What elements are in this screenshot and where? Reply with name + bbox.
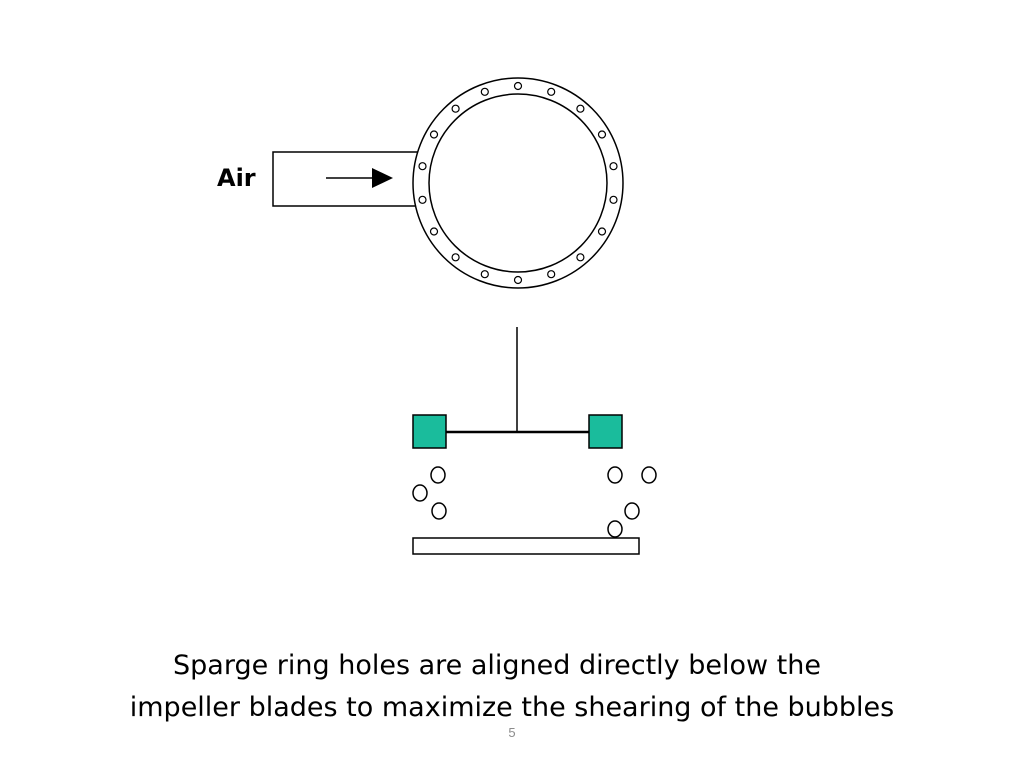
sparge-hole xyxy=(480,87,489,96)
arrow-right-icon xyxy=(326,168,393,188)
bubbles-right xyxy=(607,466,657,538)
bubble-icon xyxy=(412,466,657,538)
sparge-hole xyxy=(480,270,489,279)
sparge-hole xyxy=(418,195,427,204)
sparge-hole xyxy=(513,275,523,285)
impeller-blade-left xyxy=(412,414,447,449)
bubbles-left xyxy=(412,466,447,520)
sparge-ring-holes xyxy=(418,81,618,285)
air-inlet-pipe xyxy=(272,151,420,207)
sparge-hole xyxy=(576,104,585,113)
sparge-hole xyxy=(451,253,460,262)
sparge-hole xyxy=(429,130,439,139)
caption-line-2: impeller blades to maximize the shearing… xyxy=(129,692,895,723)
sparge-hole xyxy=(609,162,618,171)
sparge-hole xyxy=(547,87,556,96)
sparge-hole xyxy=(576,253,585,262)
sparge-hole xyxy=(597,227,607,236)
sparge-hole xyxy=(597,130,607,139)
diagram-caption: Sparge ring holes are aligned directly b… xyxy=(0,645,1024,729)
bubble xyxy=(641,466,657,484)
sparge-hole xyxy=(547,270,556,279)
sparge-hole xyxy=(513,81,523,91)
slide-number: 5 xyxy=(508,725,516,740)
sparge-hole xyxy=(418,162,427,171)
bubble xyxy=(624,502,640,520)
bubble xyxy=(412,484,428,502)
air-label: Air xyxy=(217,164,256,192)
bubble xyxy=(431,502,447,520)
bubble xyxy=(607,466,623,484)
bubble xyxy=(430,466,446,484)
caption-line-1: Sparge ring holes are aligned directly b… xyxy=(173,650,821,681)
sparge-hole xyxy=(609,195,618,204)
sparger-bar xyxy=(412,537,640,555)
sparge-hole xyxy=(429,227,439,236)
impeller-blade-right xyxy=(588,414,623,449)
sparge-hole xyxy=(451,104,460,113)
sparge-ring-icon xyxy=(412,77,624,289)
bubble xyxy=(607,520,623,538)
